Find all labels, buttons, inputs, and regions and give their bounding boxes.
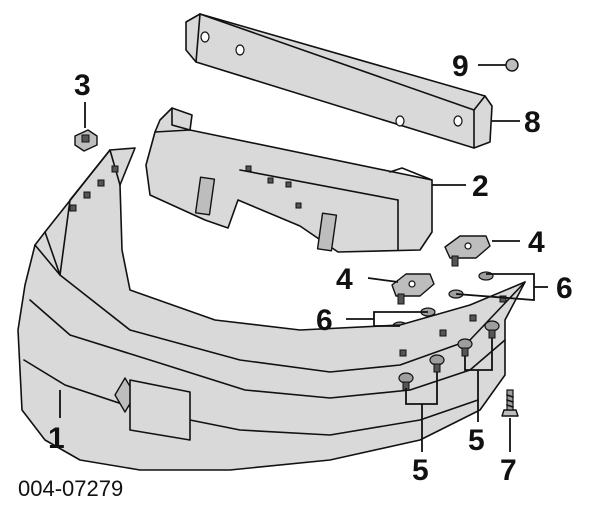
part-4-clip-upper — [444, 235, 491, 267]
callout-9: 9 — [452, 50, 469, 83]
drawing-code: 004-07279 — [18, 476, 123, 501]
part-4-clip-lower — [391, 273, 435, 305]
bar-hole — [453, 115, 463, 127]
callout-5a: 5 — [412, 454, 429, 487]
callout-5b: 5 — [468, 424, 485, 457]
callout-1: 1 — [48, 422, 65, 455]
part-2-absorber — [145, 107, 433, 253]
callout-6b: 6 — [316, 304, 333, 337]
bar-hole — [200, 31, 210, 43]
callout-6a: 6 — [556, 272, 573, 305]
callout-4a: 4 — [528, 226, 545, 259]
part-5-push-pins — [398, 320, 500, 391]
callout-3: 3 — [74, 69, 91, 102]
part-9-bolt — [505, 58, 519, 72]
callout-2: 2 — [472, 170, 489, 203]
part-1-bumper-fascia — [17, 147, 526, 471]
callout-7: 7 — [500, 454, 517, 487]
callout-4b: 4 — [336, 263, 353, 296]
bar-hole — [395, 115, 405, 127]
leader-lines — [59, 64, 548, 452]
bar-hole — [235, 44, 245, 56]
part-3-nut — [74, 129, 98, 152]
part-7-screw — [501, 389, 519, 417]
callout-8: 8 — [524, 106, 541, 139]
part-8-reinforcement-bar — [185, 13, 493, 149]
